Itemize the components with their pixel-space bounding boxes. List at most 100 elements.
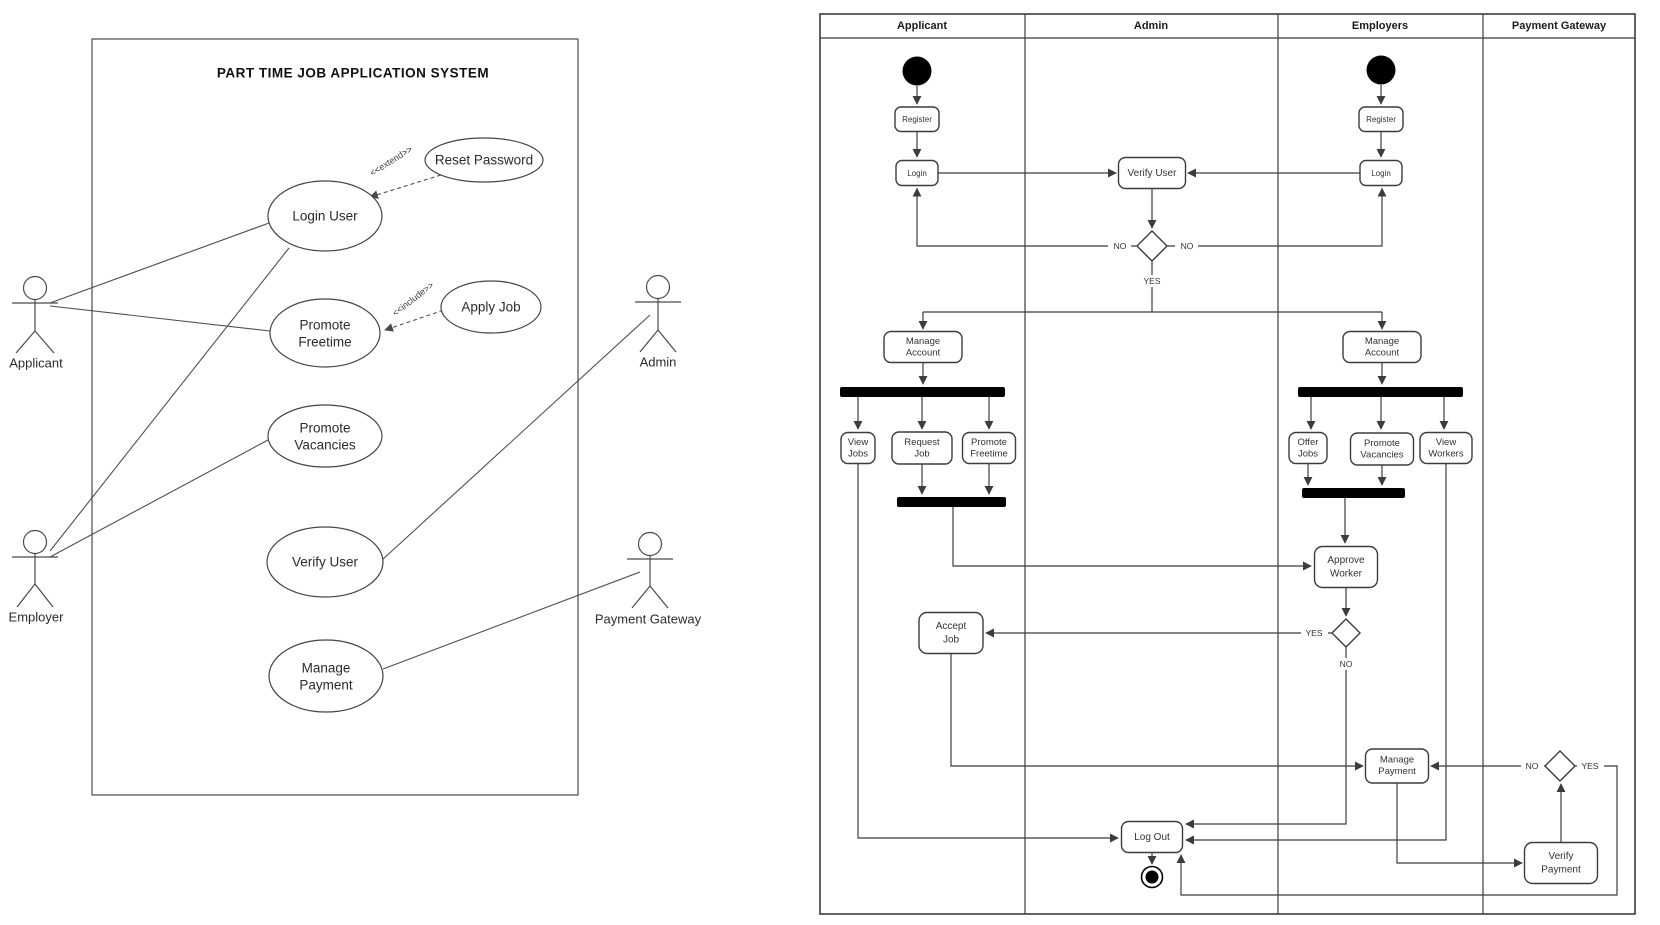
lane-header-payment-gateway: Payment Gateway — [1512, 20, 1607, 32]
edge-accept-job-manage-payment — [950, 653, 1364, 771]
verify-user-label: Verify User — [292, 555, 359, 570]
approve-no-label: NO — [1340, 659, 1353, 669]
admin-head — [645, 274, 671, 300]
actor-admin: Admin — [635, 274, 681, 370]
extend-label: <<extend>> — [368, 144, 414, 178]
offer-jobs-node: Offer Jobs — [1288, 431, 1328, 465]
edge-manage-payment-verify-payment — [1396, 783, 1523, 868]
assoc-applicant-promote-freetime — [49, 305, 271, 332]
applicant-head — [22, 275, 48, 301]
employers-manage-payment-box — [1364, 748, 1430, 784]
edge-view-workers-log-out — [1185, 463, 1447, 845]
applicant-login-node: Login — [895, 159, 939, 187]
use-case-promote-vacancies: Promote Vacancies — [267, 404, 383, 468]
employers-promote-vacancies-l2: Vacancies — [1360, 450, 1403, 461]
manage-payment-label-2: Payment — [299, 678, 353, 693]
applicant-promote-freetime-node: Promote Freetime — [961, 431, 1017, 465]
payment-decision-diamond — [1544, 750, 1576, 782]
accept-job-box — [918, 611, 984, 655]
offer-jobs-box — [1288, 431, 1328, 465]
view-jobs-l1: View — [848, 437, 869, 448]
verify-decision-labels: NO NO YES — [1108, 240, 1198, 287]
use-case-diagram-title: PART TIME JOB APPLICATION SYSTEM — [217, 66, 489, 81]
actor-applicant: Applicant — [9, 275, 63, 371]
applicant-promote-freetime-box — [961, 431, 1017, 465]
verify-user-node-label: Verify User — [1128, 168, 1178, 179]
edge-employers-join-branches — [1303, 463, 1387, 486]
employers-promote-vacancies-box — [1349, 432, 1415, 466]
verify-user-decision-diamond — [1136, 230, 1168, 262]
view-jobs-box — [840, 431, 876, 465]
accept-job-l2: Job — [943, 635, 960, 646]
employer-head — [22, 529, 48, 555]
applicant-manage-account-node: Manage Account — [883, 330, 963, 364]
verify-user-node: Verify User — [1117, 156, 1187, 190]
edge-view-jobs-log-out — [857, 463, 1119, 843]
reset-password-ellipse — [424, 137, 544, 183]
use-case-diagram: PART TIME JOB APPLICATION SYSTEM <<exten… — [9, 38, 702, 796]
verify-payment-node: Verify Payment — [1523, 841, 1599, 885]
end-node — [1140, 865, 1164, 889]
applicant-login-box — [895, 159, 939, 187]
applicant-register-box — [894, 106, 940, 133]
verify-no-right-label: NO — [1181, 241, 1194, 251]
verify-payment-l2: Payment — [1541, 865, 1581, 876]
login-user-label: Login User — [292, 209, 358, 224]
applicant-promote-freetime-l2: Freetime — [970, 449, 1007, 460]
payment-gateway-head — [637, 531, 663, 557]
employers-login-label: Login — [1371, 169, 1391, 178]
employers-manage-payment-l2: Payment — [1378, 766, 1416, 777]
edge-applicant-fork-branches — [853, 397, 994, 430]
employers-login-node: Login — [1359, 159, 1403, 187]
login-user-ellipse — [267, 180, 383, 252]
applicant-join-bar — [897, 497, 1006, 507]
verify-no-left-label: NO — [1114, 241, 1127, 251]
applicant-start-node — [902, 56, 932, 86]
applicant-manage-account-box — [883, 330, 963, 364]
lane-header-admin: Admin — [1134, 20, 1169, 32]
request-job-l2: Job — [914, 449, 929, 460]
view-workers-box — [1419, 431, 1473, 465]
approve-decision-labels: YES NO — [1301, 627, 1358, 670]
applicant-register-node: Register — [894, 106, 940, 133]
offer-jobs-l2: Jobs — [1298, 449, 1318, 460]
log-out-box — [1120, 820, 1184, 854]
promote-freetime-label-2: Freetime — [298, 335, 351, 350]
applicant-label: Applicant — [9, 356, 63, 371]
applicant-register-label: Register — [902, 115, 932, 124]
reset-password-label: Reset Password — [435, 153, 533, 168]
employers-register-node: Register — [1358, 106, 1404, 133]
approve-worker-decision-diamond — [1331, 618, 1361, 648]
employers-manage-account-box — [1342, 330, 1422, 364]
edge-approve-no-log-out — [1185, 647, 1347, 829]
employers-manage-account-node: Manage Account — [1342, 330, 1422, 364]
assoc-employer-promote-vacancies — [49, 439, 269, 558]
include-arrow — [384, 307, 451, 332]
promote-vacancies-label-2: Vacancies — [294, 438, 356, 453]
use-case-reset-password: Reset Password — [424, 137, 544, 183]
activity-diagram: Applicant Admin Employers Payment Gatewa… — [819, 13, 1636, 915]
use-case-login-user: Login User — [267, 180, 383, 252]
verify-payment-l1: Verify — [1548, 851, 1573, 862]
edge-decision-no-employers-login — [1167, 187, 1387, 247]
apply-job-label: Apply Job — [461, 300, 520, 315]
employers-promote-vacancies-node: Promote Vacancies — [1349, 432, 1415, 466]
view-workers-l2: Workers — [1428, 449, 1463, 460]
request-job-node: Request Job — [891, 431, 953, 465]
promote-freetime-ellipse — [269, 298, 381, 368]
payment-gateway-label: Payment Gateway — [595, 612, 702, 627]
actor-employer: Employer — [9, 529, 65, 625]
approve-worker-node: Approve Worker — [1313, 545, 1379, 589]
employer-label: Employer — [9, 610, 65, 625]
edge-employers-fork-branches — [1306, 397, 1449, 430]
use-case-promote-freetime: Promote Freetime — [269, 298, 381, 368]
employers-promote-vacancies-l1: Promote — [1364, 438, 1400, 449]
approve-worker-l2: Worker — [1330, 569, 1363, 580]
approve-worker-l1: Approve — [1327, 555, 1365, 566]
accept-job-l1: Accept — [936, 621, 967, 632]
employers-start-node — [1366, 55, 1396, 85]
employers-login-box — [1359, 159, 1403, 187]
assoc-admin-verify-user — [381, 314, 651, 561]
payment-no-label: NO — [1526, 761, 1539, 771]
